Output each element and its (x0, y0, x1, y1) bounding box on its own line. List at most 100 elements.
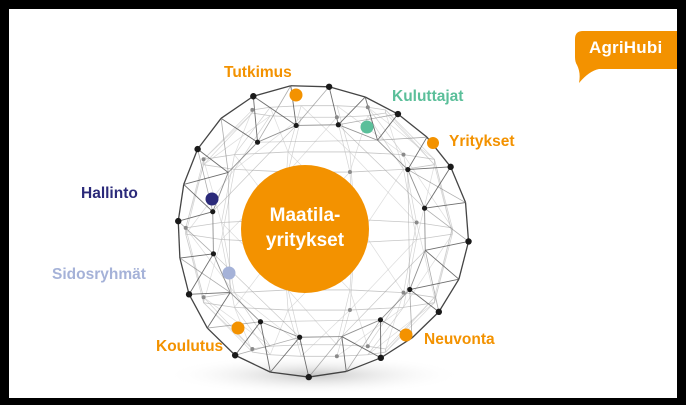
mesh-edge (407, 169, 425, 209)
mesh-edge (203, 112, 253, 160)
mesh-edge (397, 113, 428, 138)
mesh-edge (270, 354, 302, 357)
mesh-node-back (334, 354, 339, 359)
mesh-edge (403, 222, 417, 293)
mesh-edge (212, 125, 297, 212)
mesh-edge (403, 154, 417, 223)
mesh-edge (203, 297, 253, 350)
mesh-edge (178, 211, 213, 222)
mesh-edge (189, 292, 231, 295)
mesh-edge (234, 292, 271, 347)
mesh-node-back (201, 157, 206, 162)
mesh-edge (213, 253, 231, 293)
mesh-node-back (250, 107, 255, 112)
mesh-node-back (201, 295, 206, 300)
mesh-edge (234, 292, 302, 345)
mesh-edge (341, 250, 426, 337)
mesh-edge (252, 351, 271, 356)
mesh-node (254, 139, 261, 145)
mesh-edge (338, 96, 366, 126)
mesh-edge (403, 239, 417, 308)
mesh-edge (179, 257, 190, 295)
mesh-node (394, 110, 402, 118)
mesh-edge (345, 319, 381, 372)
mesh-edge (424, 208, 426, 251)
mesh-edge (203, 239, 222, 303)
mesh-edge (269, 107, 289, 153)
mesh-edge (203, 164, 235, 170)
mesh-node-back (334, 115, 339, 120)
mesh-node (377, 354, 385, 362)
mesh-edge (260, 321, 271, 373)
mesh-edge (424, 249, 460, 280)
mesh-edge (403, 292, 435, 298)
mesh-edge (407, 169, 466, 203)
mesh-node (421, 205, 428, 211)
mesh-edge (328, 86, 366, 98)
mesh-edge (364, 96, 378, 141)
mesh-node (185, 291, 193, 298)
mesh-edge (416, 233, 453, 240)
mesh-edge (385, 297, 435, 353)
center-label-line2: yritykset (265, 230, 345, 251)
mesh-node-back (401, 290, 406, 295)
mesh-edge (299, 336, 342, 338)
sphere-nodes (175, 83, 472, 381)
agrihubi-logo: AgriHubi (575, 31, 677, 83)
mesh-node-back (250, 346, 255, 351)
mesh-node (305, 373, 312, 381)
mesh-edge (450, 166, 467, 203)
mesh-edge (385, 297, 435, 350)
mesh-edge (253, 85, 291, 97)
mesh-edge (234, 354, 271, 373)
mesh-edge (349, 168, 404, 173)
mesh-edge (183, 172, 229, 185)
mesh-edge (287, 309, 302, 357)
mesh-node-back (347, 308, 352, 313)
node-hallinto (205, 192, 219, 206)
mesh-node (335, 122, 341, 128)
label-tutkimus: Tutkimus (224, 64, 292, 81)
mesh-edge (385, 112, 404, 170)
mesh-edge (212, 211, 214, 254)
mesh-edge (425, 241, 469, 251)
mesh-edge (380, 289, 411, 321)
mesh-node (297, 334, 303, 340)
mesh-edge (234, 117, 302, 170)
mesh-edge (308, 370, 347, 378)
label-koulutus: Koulutus (156, 338, 224, 355)
mesh-node (447, 163, 454, 171)
mesh-edge (260, 319, 381, 323)
mesh-node (407, 286, 413, 293)
mesh-edge (203, 302, 235, 308)
mesh-edge (221, 222, 235, 293)
mesh-edge (185, 233, 222, 240)
mesh-node (257, 319, 264, 325)
mesh-edge (220, 117, 258, 143)
mesh-edge (349, 289, 404, 294)
mesh-edge (424, 207, 469, 242)
mesh-edge (367, 351, 386, 356)
mesh-edge (409, 278, 459, 290)
sphere-network (164, 83, 472, 395)
mesh-edge (185, 227, 235, 293)
mesh-node-back (365, 105, 370, 110)
mesh-edge (367, 106, 435, 160)
mesh-edge (338, 124, 425, 209)
mesh-node-back (347, 170, 352, 175)
mesh-edge (185, 222, 222, 229)
mesh-edge (385, 302, 435, 353)
sphere-mesh (177, 85, 470, 378)
node-koulutus (231, 321, 245, 335)
mesh-edge (269, 309, 289, 355)
mesh-edge (407, 136, 428, 170)
mesh-edge (177, 184, 185, 222)
mesh-node (293, 122, 299, 129)
mesh-edge (349, 289, 369, 347)
mesh-edge (179, 257, 231, 293)
mesh-node (465, 238, 472, 245)
mesh-edge (416, 222, 453, 229)
mesh-edge (287, 289, 338, 345)
mesh-edge (203, 154, 235, 160)
mesh-edge (336, 105, 368, 108)
